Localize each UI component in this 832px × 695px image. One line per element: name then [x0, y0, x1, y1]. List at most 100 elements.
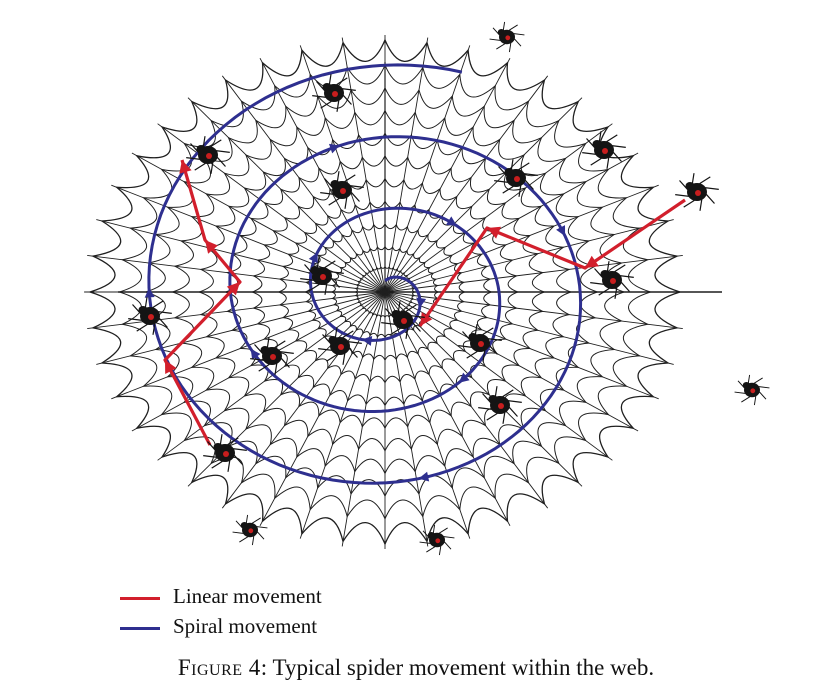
web-radial-thread — [384, 97, 583, 293]
spider-marking — [206, 153, 212, 159]
spider-marking — [435, 538, 441, 544]
spider-marking — [695, 190, 701, 196]
spider-head — [685, 182, 695, 190]
web-radial-thread — [384, 184, 659, 293]
web-radial-thread — [87, 254, 386, 293]
figure-caption: Figure 4: Typical spider movement within… — [0, 655, 832, 681]
spider-icon — [582, 131, 626, 169]
web-radial-thread — [157, 291, 386, 461]
spider-marking — [320, 274, 326, 280]
spider-head — [240, 522, 248, 529]
linear-arrowhead — [226, 282, 240, 296]
spider-icon — [203, 434, 247, 472]
spider-head — [600, 270, 610, 278]
web-radial-thread — [341, 37, 386, 293]
web-radial-thread — [299, 291, 386, 539]
web-radial-thread — [384, 37, 429, 293]
spider-head — [260, 346, 270, 354]
spider-head — [488, 395, 498, 403]
spider-icon — [381, 301, 425, 339]
spider-head — [310, 266, 320, 274]
spider-head — [427, 532, 435, 539]
linear-legend-swatch — [120, 597, 160, 600]
web-radial-thread — [341, 291, 386, 547]
web-radial-thread — [221, 75, 386, 293]
web-radial-thread — [384, 123, 613, 293]
spider-head — [497, 29, 505, 36]
spider-head — [742, 382, 750, 389]
spider-head — [213, 443, 223, 451]
web-radial-thread — [384, 254, 683, 293]
spider-marking — [332, 91, 338, 97]
web-radial-thread — [384, 291, 429, 547]
spider-marking — [750, 388, 756, 394]
spider-web — [84, 35, 722, 549]
spider-icon — [320, 171, 364, 209]
spider-head — [592, 140, 602, 148]
linear-arrowhead — [179, 160, 192, 174]
web-radial-thread — [221, 291, 386, 509]
spider-marking — [148, 314, 154, 320]
spider-head — [328, 336, 338, 344]
spider-icon — [300, 257, 344, 295]
web-radial-thread — [111, 184, 386, 293]
caption-text: : Typical spider movement within the web… — [260, 655, 655, 680]
spider-head — [468, 333, 478, 341]
figure-label: Figure 4 — [177, 655, 261, 680]
spiral-arrowhead — [250, 348, 261, 360]
spider-marking — [248, 528, 254, 534]
linear-arrowhead — [585, 255, 599, 268]
spiral-legend-swatch — [120, 627, 160, 630]
spider-icon — [734, 374, 770, 406]
spider-marking — [505, 35, 511, 41]
spider-icon — [494, 159, 538, 197]
spider-marking — [602, 148, 608, 154]
spider-icon — [312, 74, 356, 112]
spiral-arrowhead — [361, 336, 373, 346]
spiral-movement-path — [144, 63, 583, 485]
web-radial-thread — [384, 219, 674, 293]
spider-icon — [250, 337, 294, 375]
web-radial-thread — [384, 291, 683, 330]
spiral-arrowhead — [329, 143, 340, 154]
spiral-arrowhead — [458, 372, 470, 383]
spider-icon — [186, 136, 230, 174]
linear-legend-label: Linear movement — [173, 584, 322, 608]
web-radial-thread — [131, 152, 386, 293]
spider-head — [196, 145, 206, 153]
spider-marking — [401, 318, 407, 324]
spider-marking — [610, 278, 616, 284]
web-radial-thread — [384, 152, 639, 293]
spiral-arrowhead — [446, 216, 457, 226]
spider-icon — [419, 524, 455, 556]
linear-path-right — [418, 198, 686, 327]
web-radial-thread — [384, 291, 583, 487]
web-radial-thread — [259, 57, 386, 293]
spider-head — [138, 306, 148, 314]
web-radial-thread — [157, 123, 386, 293]
linear-arrowhead — [165, 360, 177, 374]
spider-head — [504, 168, 514, 176]
spider-icon — [590, 261, 634, 299]
spider-icon — [232, 514, 268, 546]
linear-arrowhead — [420, 312, 433, 326]
web-radial-thread — [384, 45, 471, 293]
spiders — [128, 21, 770, 556]
web-radial-thread — [384, 57, 511, 293]
spiral-arrowhead — [416, 297, 427, 308]
spider-marking — [270, 354, 276, 360]
web-radial-thread — [96, 219, 386, 293]
spiral-legend-label: Spiral movement — [173, 614, 318, 638]
spiral-arrowhead — [144, 287, 155, 298]
spider-head — [330, 180, 340, 188]
linear-arrowhead — [487, 226, 501, 239]
spiral-arrowhead — [418, 471, 430, 482]
spider-web-diagram — [84, 21, 770, 556]
spider-marking — [340, 188, 346, 194]
spider-marking — [478, 341, 484, 347]
web-radial-thread — [384, 75, 549, 293]
web-radial-thread — [384, 291, 549, 509]
spider-head — [391, 310, 401, 318]
spider-icon — [318, 327, 362, 365]
spider-marking — [514, 176, 520, 182]
